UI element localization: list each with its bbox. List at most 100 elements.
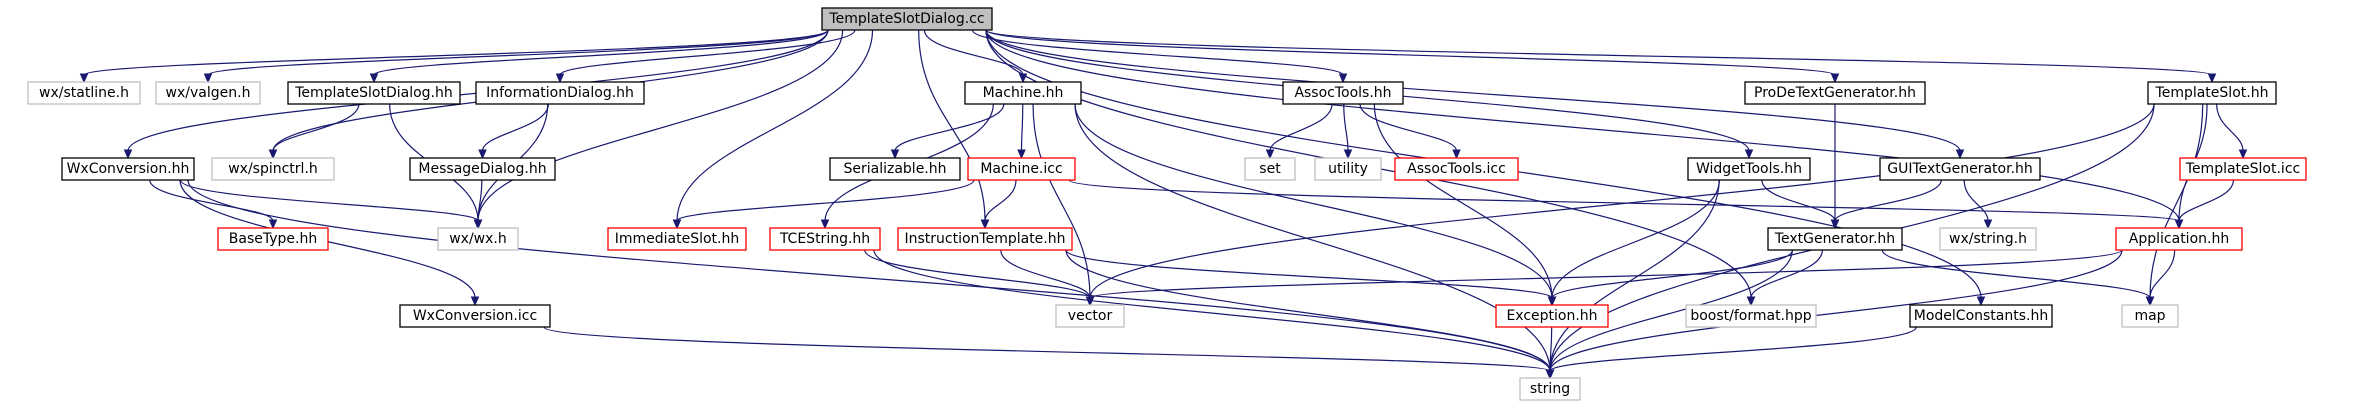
edge-assoctools-hh-to-utility	[1343, 103, 1353, 160]
node-templateslotdialog-hh[interactable]: TemplateSlotDialog.hh	[287, 81, 461, 105]
node-label: TCEString.hh	[779, 231, 870, 247]
node-box	[1055, 304, 1125, 328]
node-label: wx/wx.h	[449, 231, 507, 247]
node-map: map	[2121, 304, 2179, 328]
node-assoctools-icc[interactable]: AssocTools.icc	[1394, 157, 1519, 181]
node-machine-icc[interactable]: Machine.icc	[967, 157, 1076, 181]
edge-machine-hh-to-serializable-hh	[890, 103, 1005, 160]
edge-wxconversion-hh-to-basetype-hh	[149, 179, 278, 230]
edge-application-hh-to-vector	[1085, 249, 2123, 307]
node-tcestring-hh[interactable]: TCEString.hh	[769, 227, 881, 251]
edge-assoctools-hh-to-assoctools-icc	[1359, 103, 1461, 160]
node-box	[27, 81, 141, 105]
edge-templateslotdialog-cc-to-wx-statline-h	[79, 29, 829, 84]
node-label: InformationDialog.hh	[486, 85, 634, 101]
edge-instructiontemplate-hh-to-vector	[1000, 249, 1095, 307]
edge-application-hh-to-map	[2145, 249, 2176, 307]
edge-templateslot-icc-to-application-hh	[2174, 179, 2234, 230]
edge-templateslot-hh-to-map	[2145, 103, 2204, 307]
node-box	[964, 81, 1082, 105]
node-wx-valgen-h: wx/valgen.h	[155, 81, 261, 105]
node-box	[2179, 157, 2307, 181]
edge-informationdialog-hh-to-messagedialog-hh	[478, 103, 549, 160]
node-box	[769, 227, 881, 251]
node-label: WxConversion.hh	[67, 161, 190, 177]
node-string: string	[1519, 377, 1581, 401]
node-box	[1744, 81, 1926, 105]
edge-templateslotdialog-cc-to-templateslotdialog-hh	[369, 29, 829, 84]
node-vector: vector	[1055, 304, 1125, 328]
node-exception-hh[interactable]: Exception.hh	[1495, 304, 1609, 328]
edge-machine-icc-to-application-hh	[1068, 179, 2184, 230]
edge-widgettools-hh-to-string	[1545, 179, 1720, 380]
node-boost-format-hpp: boost/format.hpp	[1685, 304, 1817, 328]
node-wx-statline-h: wx/statline.h	[27, 81, 141, 105]
edge-templateslotdialog-cc-to-wx-valgen-h	[203, 29, 829, 84]
node-assoctools-hh[interactable]: AssocTools.hh	[1282, 81, 1404, 105]
node-wx-string-h: wx/string.h	[1939, 227, 2037, 251]
node-wx-wx-h: wx/wx.h	[437, 227, 519, 251]
node-label: TemplateSlotDialog.hh	[294, 85, 453, 101]
edge-instructiontemplate-hh-to-exception-hh	[1065, 249, 1557, 307]
node-box	[1519, 377, 1581, 401]
node-basetype-hh[interactable]: BaseType.hh	[217, 227, 329, 251]
node-box	[1394, 157, 1519, 181]
node-box	[1879, 157, 2041, 181]
edge-tcestring-hh-to-string	[873, 249, 1555, 380]
node-label: ImmediateSlot.hh	[615, 231, 740, 247]
node-prodetextgenerator-hh[interactable]: ProDeTextGenerator.hh	[1744, 81, 1926, 105]
node-templateslot-icc[interactable]: TemplateSlot.icc	[2179, 157, 2307, 181]
node-wx-spinctrl-h: wx/spinctrl.h	[211, 157, 335, 181]
node-box	[1685, 304, 1817, 328]
node-machine-hh[interactable]: Machine.hh	[964, 81, 1082, 105]
node-box	[1767, 227, 1903, 251]
edge-templateslotdialog-cc-to-application-hh	[985, 29, 2184, 230]
edge-wxconversion-icc-to-string	[543, 326, 1555, 380]
node-box	[607, 227, 747, 251]
node-guitextgenerator-hh[interactable]: GUITextGenerator.hh	[1879, 157, 2041, 181]
node-box	[409, 157, 556, 181]
node-informationdialog-hh[interactable]: InformationDialog.hh	[475, 81, 645, 105]
node-label: ModelConstants.hh	[1914, 308, 2048, 324]
node-wxconversion-hh[interactable]: WxConversion.hh	[61, 157, 195, 181]
node-label: utility	[1328, 161, 1368, 177]
edge-templateslotdialog-cc-to-templateslot-hh	[985, 29, 2217, 84]
edge-textgenerator-hh-to-map	[1881, 249, 2155, 307]
node-box	[967, 157, 1076, 181]
node-label: wx/string.h	[1949, 231, 2027, 247]
node-label: Serializable.hh	[843, 161, 946, 177]
node-wxconversion-icc[interactable]: WxConversion.icc	[399, 304, 551, 328]
node-label: string	[1530, 381, 1570, 397]
edge-machine-hh-to-machine-icc	[1017, 103, 1026, 160]
edge-machine-icc-to-instructiontemplate-hh	[980, 179, 1017, 230]
edge-templateslot-hh-to-templateslot-icc	[2216, 103, 2248, 160]
node-label: wx/statline.h	[39, 85, 129, 101]
node-box	[475, 81, 645, 105]
node-label: BaseType.hh	[229, 231, 317, 247]
node-box	[211, 157, 335, 181]
node-textgenerator-hh[interactable]: TextGenerator.hh	[1767, 227, 1903, 251]
node-box	[1687, 157, 1811, 181]
node-box	[1244, 157, 1296, 181]
node-modelconstants-hh[interactable]: ModelConstants.hh	[1909, 304, 2053, 328]
node-label: Machine.icc	[980, 161, 1062, 177]
node-label: Application.hh	[2129, 231, 2229, 247]
edge-templateslotdialog-cc-to-prodetextgenerator-hh	[985, 29, 1840, 84]
node-widgettools-hh[interactable]: WidgetTools.hh	[1687, 157, 1811, 181]
node-messagedialog-hh[interactable]: MessageDialog.hh	[409, 157, 556, 181]
node-box	[821, 7, 993, 31]
edge-guitextgenerator-hh-to-wx-string-h	[1963, 179, 1993, 230]
node-label: set	[1259, 161, 1281, 177]
node-serializable-hh[interactable]: Serializable.hh	[829, 157, 961, 181]
node-label: wx/valgen.h	[166, 85, 251, 101]
node-label: GUITextGenerator.hh	[1887, 161, 2033, 177]
node-box	[2115, 227, 2243, 251]
edge-textgenerator-hh-to-exception-hh	[1547, 249, 1794, 307]
node-immediateslot-hh[interactable]: ImmediateSlot.hh	[607, 227, 747, 251]
node-templateslot-hh[interactable]: TemplateSlot.hh	[2147, 81, 2277, 105]
node-instructiontemplate-hh[interactable]: InstructionTemplate.hh	[897, 227, 1073, 251]
node-label: TextGenerator.hh	[1774, 231, 1895, 247]
node-application-hh[interactable]: Application.hh	[2115, 227, 2243, 251]
node-label: TemplateSlot.icc	[2185, 161, 2300, 177]
